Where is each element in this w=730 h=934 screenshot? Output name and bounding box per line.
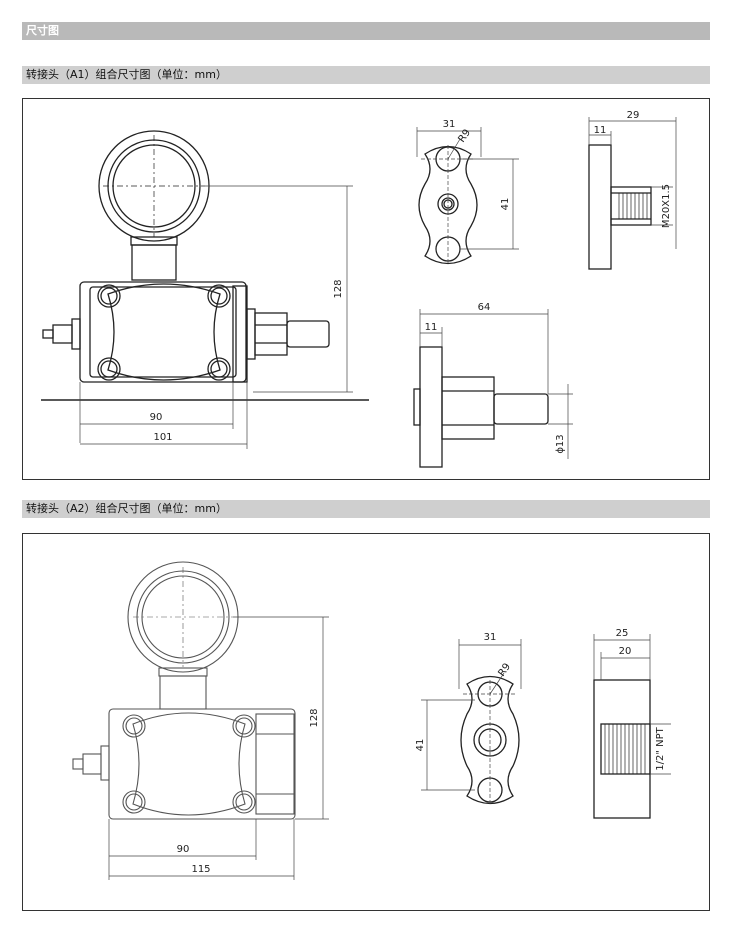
- a1-height-label: 128: [333, 279, 344, 298]
- a1-width2-label: 101: [153, 432, 172, 443]
- section-a2-title: 转接头（A2）组合尺寸图（单位：mm）: [26, 502, 227, 515]
- a2-neck: [159, 675, 207, 710]
- section-a1-drawing-panel: 128 90 101 31 R9 41 29 11 M20X1.5: [22, 98, 710, 480]
- a1-nipple-total-label: 64: [478, 302, 491, 313]
- a1-side-thick-label: 11: [594, 125, 607, 136]
- a2-drawing: 128 90 115 31 R9 41 25 20 1/2" NPT: [72, 561, 671, 880]
- a1-thread-label: M20X1.5: [661, 184, 672, 228]
- a2-flange-plate: [132, 712, 246, 816]
- a2-side-inner-label: 20: [619, 646, 632, 657]
- section-a1-header: 转接头（A1）组合尺寸图（单位：mm）: [22, 66, 710, 84]
- page-header-bar: 尺寸图: [22, 22, 710, 40]
- page-title: 尺寸图: [26, 24, 59, 37]
- section-a1-title: 转接头（A1）组合尺寸图（单位：mm）: [26, 68, 227, 81]
- a2-side-total-label: 25: [616, 628, 629, 639]
- a1-flange-radius-label: R9: [456, 128, 473, 145]
- a2-thread-label: 1/2" NPT: [655, 726, 666, 770]
- a2-side-view: [593, 679, 651, 819]
- a1-flange-width-label: 31: [443, 119, 456, 130]
- a1-side-view: [588, 144, 652, 270]
- a1-flange-height-label: 41: [500, 198, 511, 211]
- a1-adapter-nut: [254, 312, 288, 356]
- a1-body: [79, 281, 247, 383]
- a2-width1-label: 90: [177, 844, 190, 855]
- a2-flange-height-label: 41: [415, 739, 426, 752]
- a2-height-label: 128: [309, 708, 320, 727]
- a2-body: [108, 708, 296, 820]
- a1-nipple-dia-label: ϕ13: [555, 434, 566, 453]
- a1-nipple-thick-label: 11: [425, 322, 438, 333]
- a1-side-total-label: 29: [627, 110, 640, 121]
- a1-neck: [131, 244, 177, 281]
- a1-drawing: 128 90 101 31 R9 41 29 11 M20X1.5: [41, 110, 677, 468]
- a1-nipple-view: [413, 346, 549, 468]
- a1-width1-label: 90: [150, 412, 163, 423]
- a2-width2-label: 115: [191, 864, 210, 875]
- section-a2-header: 转接头（A2）组合尺寸图（单位：mm）: [22, 500, 710, 518]
- a1-flange-plate: [107, 283, 221, 381]
- a2-flange-radius-label: R9: [496, 662, 513, 679]
- a2-flange-width-label: 31: [484, 632, 497, 643]
- section-a2-drawing-panel: 128 90 115 31 R9 41 25 20 1/2" NPT: [22, 533, 710, 911]
